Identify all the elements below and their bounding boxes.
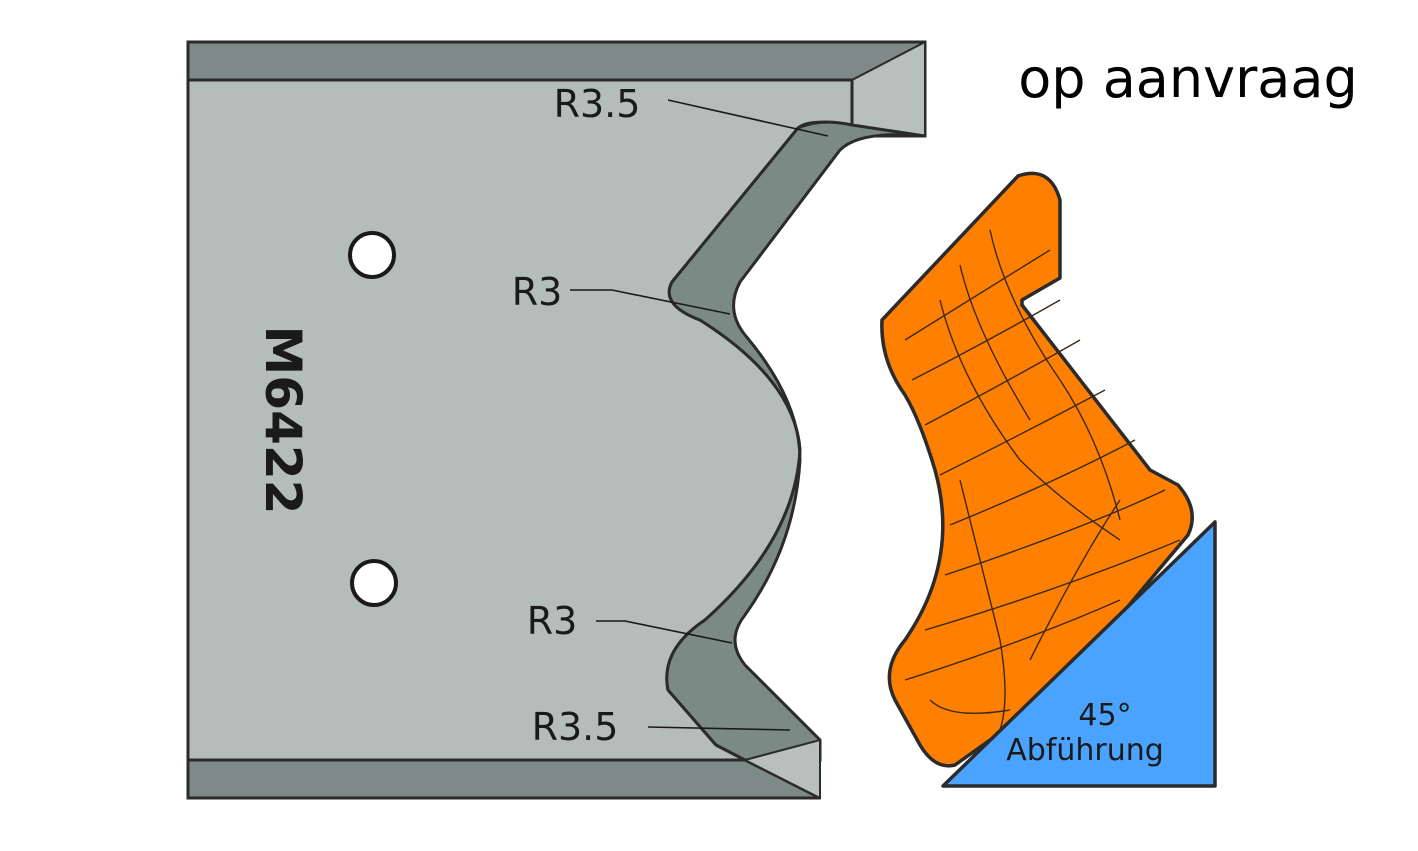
blade-profile-bevel <box>665 120 926 762</box>
profile-hatching <box>904 229 1181 731</box>
radius-label-upper-mid: R3 <box>512 270 563 314</box>
angle-label: 45° <box>1078 698 1131 733</box>
availability-status: op aanvraag <box>1018 47 1358 110</box>
ejection-label: Abführung <box>1006 733 1164 768</box>
steel-blade: M6422 <box>186 40 927 800</box>
part-code-label: M6422 <box>254 326 312 515</box>
ejection-wedge: 45° Abführung <box>941 520 1217 788</box>
radius-leader-lower-mid <box>596 620 733 644</box>
radius-leader-bottom <box>647 726 791 731</box>
radius-label-lower-mid: R3 <box>527 599 578 643</box>
blade-bottom-bevel <box>742 738 821 800</box>
blade-bottom-strip <box>186 758 821 800</box>
radius-label-bottom: R3.5 <box>532 705 619 749</box>
mounting-hole-bottom <box>350 559 398 607</box>
radius-label-top: R3.5 <box>554 82 641 126</box>
radius-callouts: R3.5 R3 R3 R3.5 <box>512 82 829 749</box>
mounting-hole-top <box>348 231 396 279</box>
ejection-triangle <box>941 520 1217 788</box>
radius-leader-top <box>667 99 829 137</box>
radius-leader-upper-mid <box>570 289 731 315</box>
